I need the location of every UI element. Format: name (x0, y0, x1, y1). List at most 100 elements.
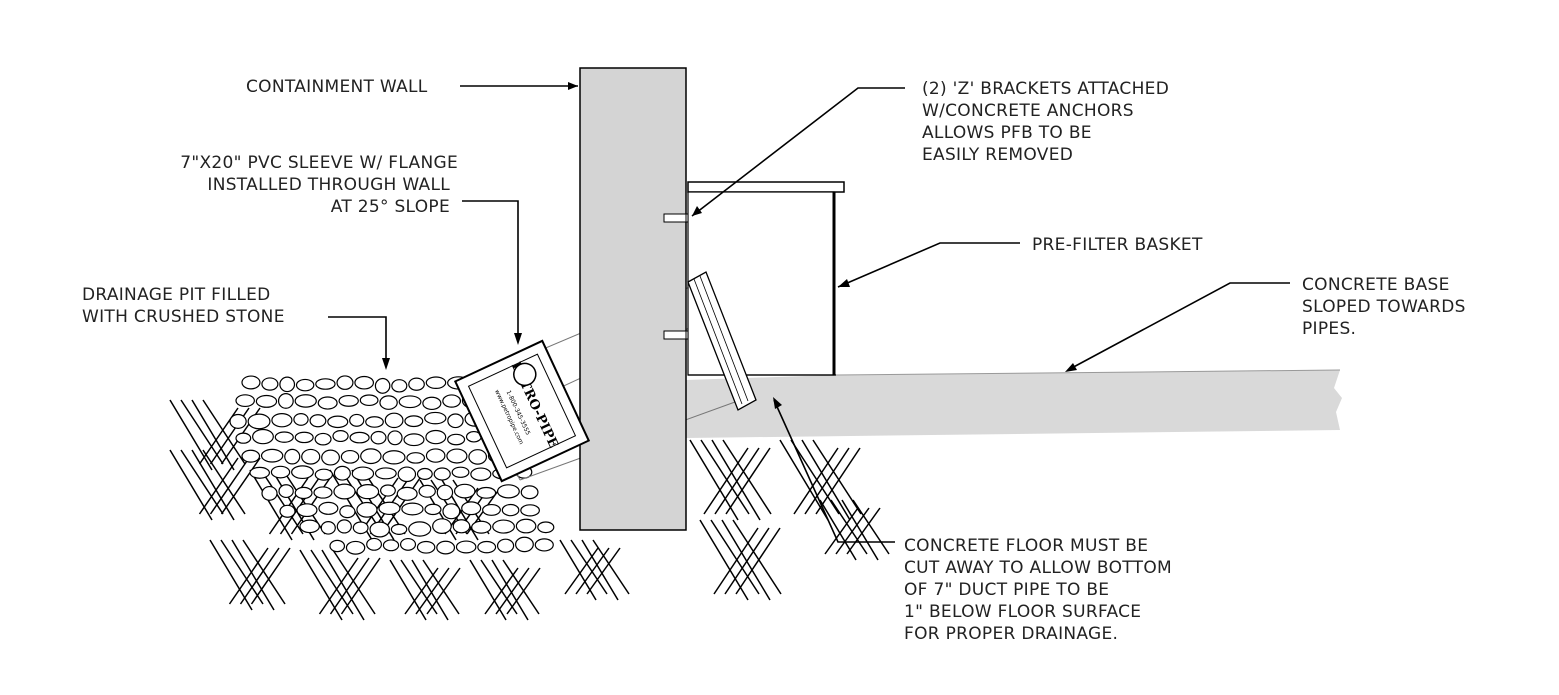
hatch-line (239, 547, 280, 605)
stone (387, 430, 403, 446)
hatch-line (362, 469, 406, 535)
stone (451, 466, 470, 478)
hatch-line (411, 559, 449, 621)
hatch-line (710, 519, 760, 595)
label-concrete-floor: CONCRETE FLOOR MUST BE (904, 536, 1148, 556)
stone (399, 537, 417, 551)
label-concrete-base: PIPES. (1302, 319, 1356, 339)
stone (433, 467, 451, 481)
stone (294, 486, 313, 500)
stone (379, 395, 398, 410)
stone (442, 503, 461, 520)
hatch-line (722, 439, 772, 515)
hatch-line (400, 559, 438, 615)
stone (425, 448, 446, 463)
leader-lines (328, 82, 1290, 543)
stone (366, 537, 383, 551)
stone (369, 521, 390, 538)
hatch-line (209, 457, 250, 515)
stone (284, 448, 301, 465)
hatch-line (202, 399, 246, 465)
stone (455, 540, 477, 554)
stone (352, 521, 369, 535)
hatch-line (824, 507, 859, 555)
hatch-line (801, 439, 851, 521)
label-concrete-floor: FOR PROPER DRAINAGE. (904, 624, 1118, 644)
annotations: CONTAINMENT WALL (2) 'Z' BRACKETS ATTACH… (82, 77, 1465, 644)
stone (270, 465, 291, 479)
stone (476, 486, 497, 499)
stone (327, 415, 349, 429)
stone (537, 521, 555, 534)
hatch-line (220, 457, 261, 515)
stone (278, 484, 294, 499)
stone (424, 411, 447, 425)
label-concrete-floor: 1" BELOW FLOOR SURFACE (904, 602, 1141, 622)
stone (496, 538, 515, 553)
hatch-line (250, 547, 291, 605)
stone (241, 375, 261, 390)
hatch-line (318, 557, 359, 615)
stone (404, 415, 424, 428)
hatch-line (310, 549, 354, 615)
stone (422, 396, 442, 411)
hatch-line (815, 447, 861, 515)
hatch-line (180, 399, 224, 465)
hatch-line (502, 559, 540, 615)
hatch-line (422, 559, 460, 615)
hatch-line (703, 447, 749, 515)
stone (229, 413, 247, 429)
stone (359, 394, 379, 407)
hatch-line (191, 449, 235, 521)
stone (235, 432, 252, 444)
hatch-line (575, 547, 610, 595)
stone (408, 377, 425, 391)
stone (261, 485, 278, 501)
stone (468, 449, 488, 465)
stone (396, 486, 418, 501)
stone (255, 394, 278, 408)
stone (401, 502, 424, 516)
hatch-line (404, 567, 439, 615)
stone (291, 465, 314, 480)
stone (425, 429, 447, 445)
crushed-stone-fill (229, 375, 555, 555)
stone (317, 396, 338, 410)
stone (336, 375, 354, 390)
hatch-line (389, 559, 427, 621)
hatch-line (169, 449, 213, 521)
hatch-line (180, 449, 224, 515)
label-pvc-sleeve: 7"X20" PVC SLEEVE W/ FLANGE (180, 153, 458, 173)
hatch-line (835, 507, 870, 555)
hatch-line (713, 527, 759, 595)
stone (425, 376, 447, 389)
stone (249, 466, 271, 479)
stone (453, 483, 476, 499)
label-concrete-floor: OF 7" DUCT PIPE TO BE (904, 580, 1109, 600)
hatch-line (721, 519, 771, 601)
stone (277, 393, 294, 409)
stone (356, 484, 380, 500)
stone (293, 413, 309, 426)
stone (351, 466, 375, 481)
stone (436, 484, 454, 501)
stone (294, 394, 317, 408)
stone (492, 519, 515, 534)
stone (515, 518, 537, 534)
stone (374, 467, 397, 480)
stone (416, 467, 433, 480)
hatch-line (321, 549, 365, 621)
stone (496, 484, 520, 499)
label-containment-wall: CONTAINMENT WALL (246, 77, 428, 97)
pre-filter-basket (663, 181, 845, 411)
containment-wall (579, 67, 687, 531)
stone (418, 484, 436, 498)
label-concrete-floor: CUT AWAY TO ALLOW BOTTOM (904, 558, 1172, 578)
stone (299, 519, 320, 534)
stone (452, 519, 471, 534)
stone (274, 431, 294, 443)
stone (314, 432, 332, 446)
hatch-line (725, 447, 771, 515)
stone (436, 540, 456, 555)
hatch-line (714, 447, 760, 515)
